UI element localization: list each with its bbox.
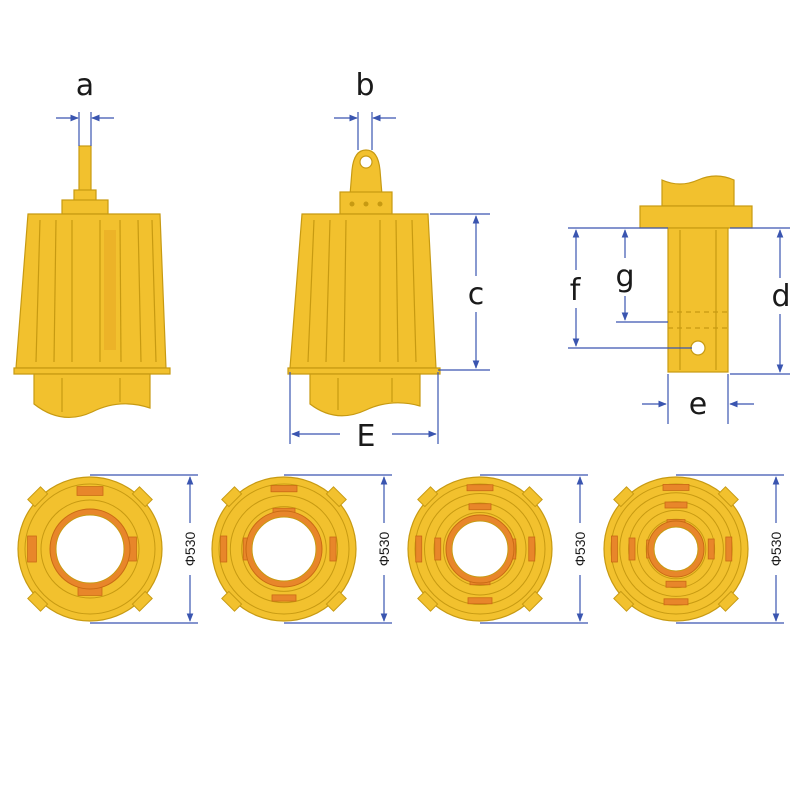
ring-tab bbox=[521, 486, 543, 508]
dimension-f: f bbox=[568, 227, 692, 349]
ring-segment bbox=[27, 535, 37, 563]
center-hole bbox=[653, 526, 699, 572]
eye-hole bbox=[359, 155, 373, 169]
label-b: b bbox=[355, 68, 374, 103]
ring-groove bbox=[619, 492, 733, 606]
ring-tab bbox=[717, 590, 739, 612]
ring-groove bbox=[443, 512, 517, 586]
ring-segment bbox=[665, 580, 687, 588]
lifting-eye bbox=[349, 149, 383, 196]
center-hole bbox=[251, 516, 317, 582]
ring-segment bbox=[271, 594, 297, 602]
ring-groove bbox=[218, 483, 350, 615]
ring-view: Φ530 bbox=[211, 474, 392, 624]
ring-segment bbox=[628, 537, 636, 561]
ring-views: Φ530 Φ530 Φ530 Φ530 bbox=[17, 474, 784, 624]
diameter-label: Φ530 bbox=[376, 532, 392, 567]
label-d: d bbox=[771, 279, 790, 314]
basket-view-eye-lug: b c E bbox=[287, 68, 490, 454]
ring-tab bbox=[221, 590, 243, 612]
ring-tab bbox=[325, 590, 347, 612]
dimension-E: E bbox=[289, 372, 439, 454]
ring-groove bbox=[424, 493, 536, 605]
ring-tab bbox=[521, 590, 543, 612]
dimension-c: c bbox=[430, 213, 490, 371]
ring-tab bbox=[131, 590, 153, 612]
ring-segment bbox=[415, 535, 423, 563]
ring-tab bbox=[417, 590, 439, 612]
diameter-label: Φ530 bbox=[182, 532, 198, 567]
label-f: f bbox=[570, 273, 582, 308]
ring-tab bbox=[131, 486, 153, 508]
ring-tab bbox=[613, 590, 635, 612]
pin-hole bbox=[690, 340, 706, 356]
ring-tab bbox=[221, 486, 243, 508]
ring-segment bbox=[707, 538, 715, 560]
ring-groove bbox=[241, 506, 327, 592]
ring-segment bbox=[220, 535, 228, 563]
pipe-section bbox=[33, 373, 151, 418]
dimension-b: b bbox=[334, 68, 396, 150]
ring-view: Φ530 bbox=[603, 474, 784, 624]
dimension-a: a bbox=[56, 68, 114, 146]
ring-segment bbox=[329, 536, 337, 562]
ring-segment bbox=[468, 503, 492, 511]
ring-tab bbox=[325, 486, 347, 508]
flange-plate bbox=[639, 205, 753, 229]
ring-segment bbox=[663, 598, 689, 606]
ring-groove bbox=[433, 502, 527, 596]
ring-segment bbox=[76, 486, 104, 496]
label-c: c bbox=[468, 277, 485, 312]
dimension-d: d bbox=[730, 227, 791, 375]
label-e: e bbox=[689, 387, 707, 422]
ring-groove bbox=[24, 483, 156, 615]
basket-view-bar-lug: a bbox=[13, 68, 171, 418]
ring-groove bbox=[40, 499, 140, 599]
ring-segment bbox=[664, 501, 688, 509]
ring-tab bbox=[417, 486, 439, 508]
diameter-label: Φ530 bbox=[572, 532, 588, 567]
center-hole bbox=[55, 514, 125, 584]
ring-segment bbox=[270, 485, 298, 493]
label-E: E bbox=[357, 419, 376, 454]
pin-detail-view: d f g e bbox=[568, 175, 791, 424]
lifting-bar bbox=[78, 145, 92, 197]
ring-tab bbox=[27, 486, 49, 508]
ring-groove bbox=[414, 483, 546, 615]
label-g: g bbox=[615, 259, 634, 294]
ring-segment bbox=[467, 597, 493, 605]
diameter-label: Φ530 bbox=[768, 532, 784, 567]
ring-segment bbox=[466, 484, 494, 492]
ring-view: Φ530 bbox=[17, 474, 198, 624]
ring-segment bbox=[725, 536, 733, 562]
ring-segment bbox=[434, 537, 442, 561]
center-hole bbox=[451, 520, 509, 578]
ring-tab bbox=[613, 486, 635, 508]
ring-segment bbox=[662, 483, 690, 491]
ring-view: Φ530 bbox=[407, 474, 588, 624]
dimension-e: e bbox=[642, 374, 754, 424]
ring-segment bbox=[528, 536, 536, 562]
ring-tab bbox=[27, 590, 49, 612]
ring-groove bbox=[229, 494, 339, 604]
label-a: a bbox=[76, 68, 94, 103]
ring-tab bbox=[717, 486, 739, 508]
pipe-section bbox=[309, 373, 421, 417]
dimension-g: g bbox=[615, 229, 668, 323]
ring-segment bbox=[611, 535, 618, 563]
